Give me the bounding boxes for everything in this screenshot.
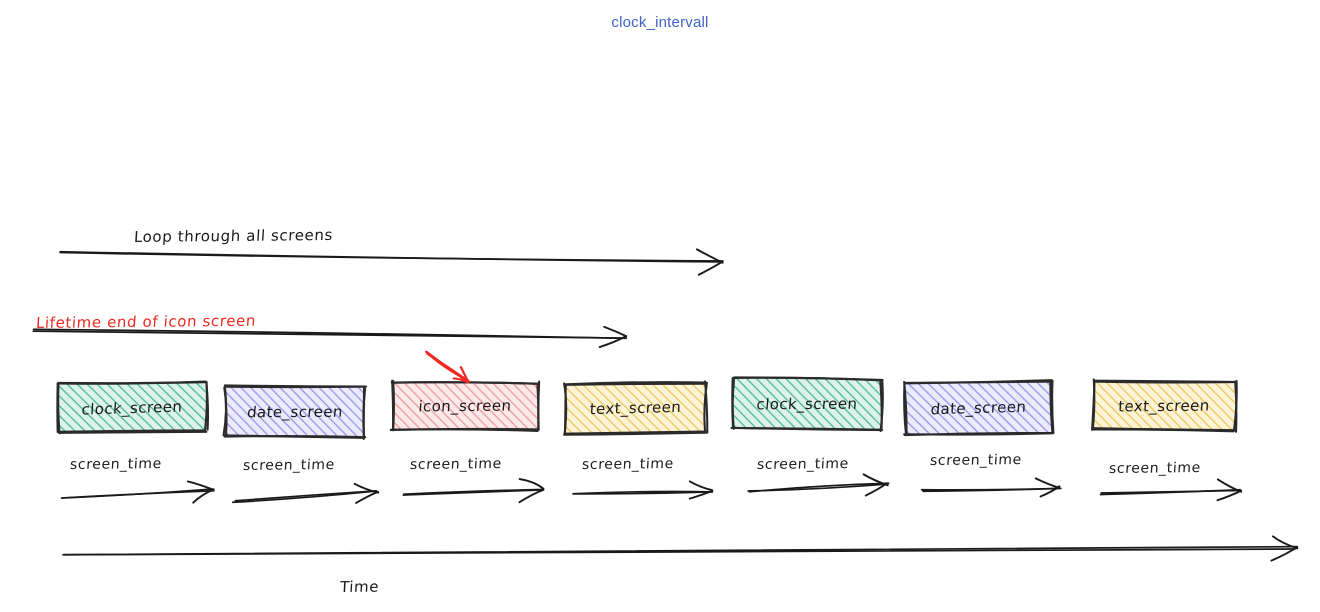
screen-box-label: text_screen [563, 381, 707, 435]
screen-box-label: date_screen [223, 387, 367, 438]
screen-box-label: date_screen [903, 380, 1053, 435]
loop-through-all-screens-label: Loop through all screens [133, 226, 333, 246]
screen-time-label-6: screen_time [930, 452, 1023, 469]
screen-box-label: icon_screen [390, 381, 540, 430]
screen-box-clock-screen-1: clock_screen [58, 382, 207, 433]
page-title: clock_intervall [0, 14, 1320, 31]
screen-box-label: clock_screen [57, 381, 208, 435]
screen-box-icon-screen-3: icon_screen [392, 381, 538, 430]
lifetime-end-of-icon-screen-label: Lifetime end of icon screen [35, 312, 256, 332]
screen-box-date-screen-6: date_screen [905, 381, 1053, 434]
screen-box-clock-screen-5: clock_screen [733, 378, 882, 430]
screen-time-label-3: screen_time [410, 456, 503, 473]
screen-box-label: text_screen [1091, 380, 1237, 430]
screen-box-date-screen-2: date_screen [225, 386, 366, 438]
screen-time-label-2: screen_time [243, 457, 336, 474]
screen-box-text-screen-7: text_screen [1093, 381, 1235, 431]
screen-time-label-4: screen_time [582, 456, 675, 473]
screen-box-label: clock_screen [731, 379, 883, 430]
time-axis-label: Time [339, 578, 379, 596]
screen-time-label-1: screen_time [70, 456, 163, 473]
screen-time-label-7: screen_time [1109, 460, 1202, 477]
screen-time-label-5: screen_time [757, 456, 850, 473]
screen-box-text-screen-4: text_screen [565, 382, 706, 433]
